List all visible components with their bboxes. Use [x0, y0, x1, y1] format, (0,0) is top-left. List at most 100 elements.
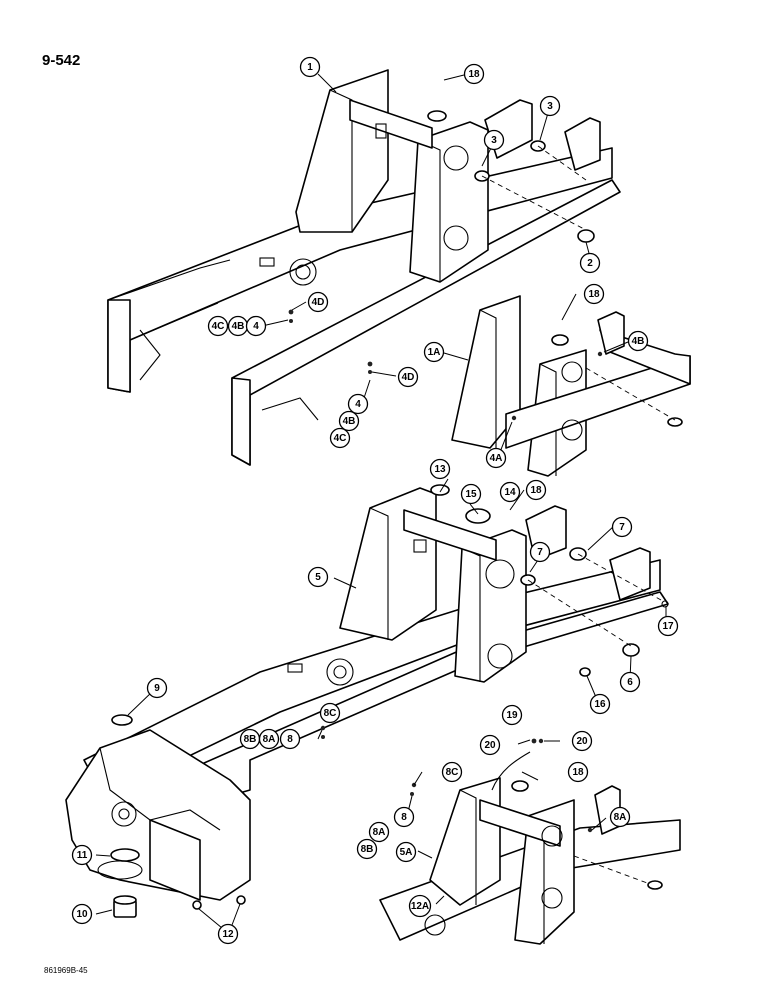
callout-c2: 2	[579, 252, 601, 274]
drawing-code: 861969B-45	[44, 966, 88, 975]
callout-label: 10	[76, 909, 88, 920]
callout-label: 4	[253, 321, 259, 332]
callout-circle	[485, 447, 507, 469]
callout-label: 15	[465, 489, 477, 500]
callout-label: 6	[627, 677, 633, 688]
callout-c8a_b: 8A	[368, 821, 390, 843]
callout-label: 19	[506, 710, 518, 721]
callout-circle	[408, 894, 432, 918]
callout-label: 8A	[263, 734, 276, 745]
callout-circle	[71, 844, 93, 866]
callout-label: 17	[662, 621, 674, 632]
callout-label: 16	[594, 699, 606, 710]
upper-frame-assembly	[107, 69, 621, 466]
callout-c3b: 3	[483, 129, 505, 151]
callout-c6: 6	[619, 671, 641, 693]
callout-label: 8	[401, 812, 407, 823]
callout-c12: 12	[217, 923, 239, 945]
callout-c15: 15	[460, 483, 482, 505]
callout-label: 1A	[428, 347, 441, 358]
callout-circle	[395, 841, 417, 863]
callout-label: 14	[504, 487, 516, 498]
callout-circle	[479, 734, 501, 756]
callout-c7a: 7	[611, 516, 633, 538]
callout-label: 4C	[334, 433, 347, 444]
callout-c4b_b: 4B	[338, 410, 360, 432]
callout-c5a: 5A	[395, 841, 417, 863]
callout-label: 12	[222, 929, 234, 940]
callout-circle	[368, 821, 390, 843]
callout-circle	[611, 516, 633, 538]
callout-label: 20	[484, 740, 496, 751]
callout-c17: 17	[657, 615, 679, 637]
callout-circle	[258, 728, 280, 750]
callout-c18a: 18	[463, 63, 485, 85]
callout-c4_a: 4	[245, 315, 267, 337]
callout-circle	[356, 838, 378, 860]
callout-c20a: 20	[479, 734, 501, 756]
callout-circle	[589, 693, 611, 715]
callout-c8_b: 8	[393, 806, 415, 828]
callout-circle	[245, 315, 267, 337]
callout-c10: 10	[71, 903, 93, 925]
callout-c18b: 18	[583, 283, 605, 305]
callout-c4b_a: 4B	[227, 315, 249, 337]
callout-c9: 9	[146, 677, 168, 699]
callout-circle	[393, 806, 415, 828]
callout-c8a_a: 8A	[258, 728, 280, 750]
callout-circle	[71, 903, 93, 925]
callout-circle	[441, 761, 463, 783]
callout-circle	[423, 341, 445, 363]
callout-label: 4B	[343, 416, 356, 427]
callout-label: 8B	[361, 844, 374, 855]
callout-c12a: 12A	[408, 894, 432, 918]
alternate-frame-assembly-5a	[379, 738, 681, 945]
callout-circle	[529, 541, 551, 563]
callout-circle	[539, 95, 561, 117]
callout-label: 1	[307, 62, 313, 73]
callout-label: 4	[355, 399, 361, 410]
callout-label: 9	[154, 683, 160, 694]
callout-c4b_c: 4B	[627, 330, 649, 352]
callout-circle	[571, 730, 593, 752]
callout-c8b_a: 8B	[239, 728, 261, 750]
callout-label: 4C	[212, 321, 225, 332]
callout-c20b: 20	[571, 730, 593, 752]
callout-c4c_a: 4C	[207, 315, 229, 337]
callout-label: 11	[77, 850, 88, 861]
callout-label: 7	[619, 522, 625, 533]
callout-circle	[499, 481, 521, 503]
callout-label: 3	[547, 101, 553, 112]
callout-circle	[329, 427, 351, 449]
callout-circle	[299, 56, 321, 78]
callout-label: 8	[287, 734, 293, 745]
callout-circle	[627, 330, 649, 352]
callout-c11: 11	[71, 844, 93, 866]
callout-label: 4B	[232, 321, 245, 332]
callout-label: 8A	[614, 812, 627, 823]
callout-label: 2	[587, 258, 593, 269]
callout-c5: 5	[307, 566, 329, 588]
callout-c1: 1	[299, 56, 321, 78]
callout-label: 7	[537, 547, 543, 558]
callout-c19: 19	[501, 704, 523, 726]
callout-label: 4D	[402, 372, 415, 383]
callout-circle	[567, 761, 589, 783]
callout-label: 3	[491, 135, 497, 146]
callout-circle	[307, 566, 329, 588]
page-number: 9-542	[42, 52, 81, 69]
callout-c1a: 1A	[423, 341, 445, 363]
callout-c4_b: 4	[347, 393, 369, 415]
alternate-frame-assembly-1a	[451, 295, 691, 477]
callout-c4d_b: 4D	[397, 366, 419, 388]
callout-c7b: 7	[529, 541, 551, 563]
callout-c8_a: 8	[279, 728, 301, 750]
callout-label: 20	[576, 736, 588, 747]
callout-circle	[583, 283, 605, 305]
callout-circle	[319, 702, 341, 724]
callout-circle	[338, 410, 360, 432]
callout-label: 8A	[373, 827, 386, 838]
callout-circle	[609, 806, 631, 828]
callout-circle	[619, 671, 641, 693]
callout-circle	[279, 728, 301, 750]
